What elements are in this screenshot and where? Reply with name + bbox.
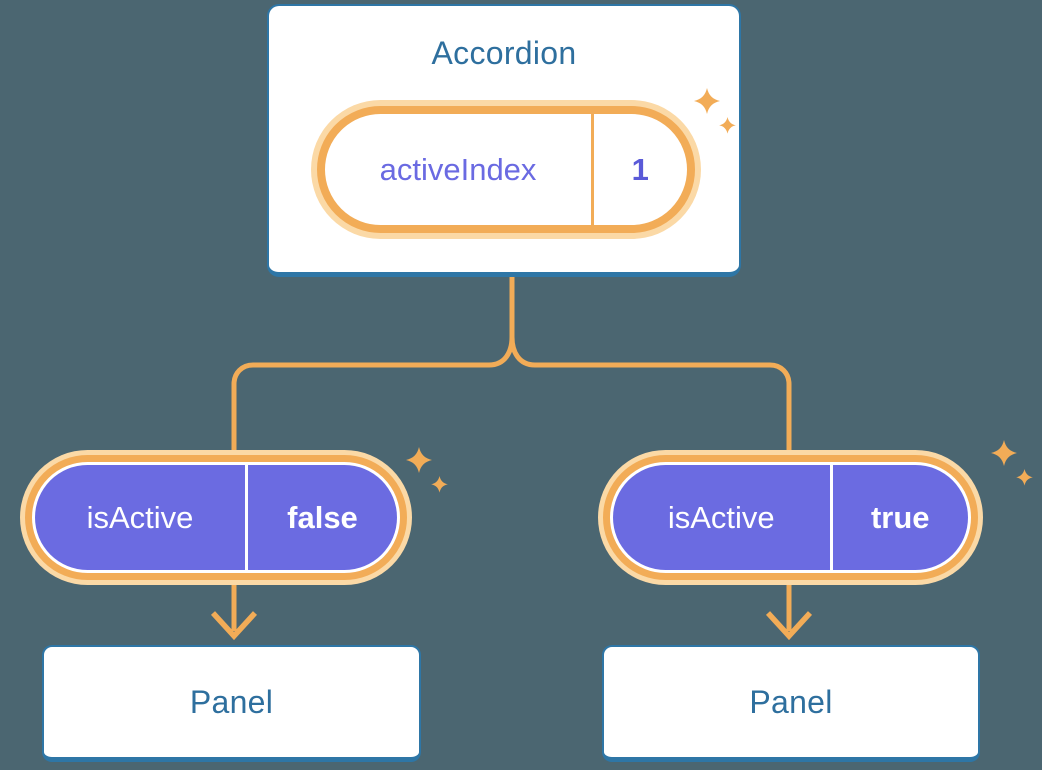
pill-divider <box>591 114 594 225</box>
prop-label: isActive <box>667 499 775 535</box>
prop-pill-left: isActive false <box>25 455 407 580</box>
prop-pill-inner: isActive false <box>35 465 397 570</box>
state-value: 1 <box>631 151 649 187</box>
arrow-down-icon <box>765 611 813 641</box>
arrow-down-icon <box>210 611 258 641</box>
panel-box-left: Panel <box>42 645 421 762</box>
connector-branch-right <box>509 277 792 631</box>
panel-box-right: Panel <box>602 645 980 762</box>
pill-divider <box>244 465 248 570</box>
accordion-title: Accordion <box>431 35 577 71</box>
panel-title: Panel <box>189 683 274 720</box>
prop-value: false <box>287 499 358 535</box>
panel-title: Panel <box>749 683 833 720</box>
sparkle-icon <box>406 447 448 493</box>
state-label: activeIndex <box>379 151 537 187</box>
prop-pill-right: isActive true <box>603 455 978 580</box>
sparkle-icon <box>991 440 1033 486</box>
accordion-box: Accordion activeIndex 1 <box>267 4 741 277</box>
prop-pill-inner: isActive true <box>613 465 968 570</box>
prop-value: true <box>870 499 930 535</box>
state-pill: activeIndex 1 <box>317 106 695 233</box>
pill-divider <box>829 465 833 570</box>
sparkle-icon <box>694 88 736 134</box>
prop-label: isActive <box>86 499 194 535</box>
